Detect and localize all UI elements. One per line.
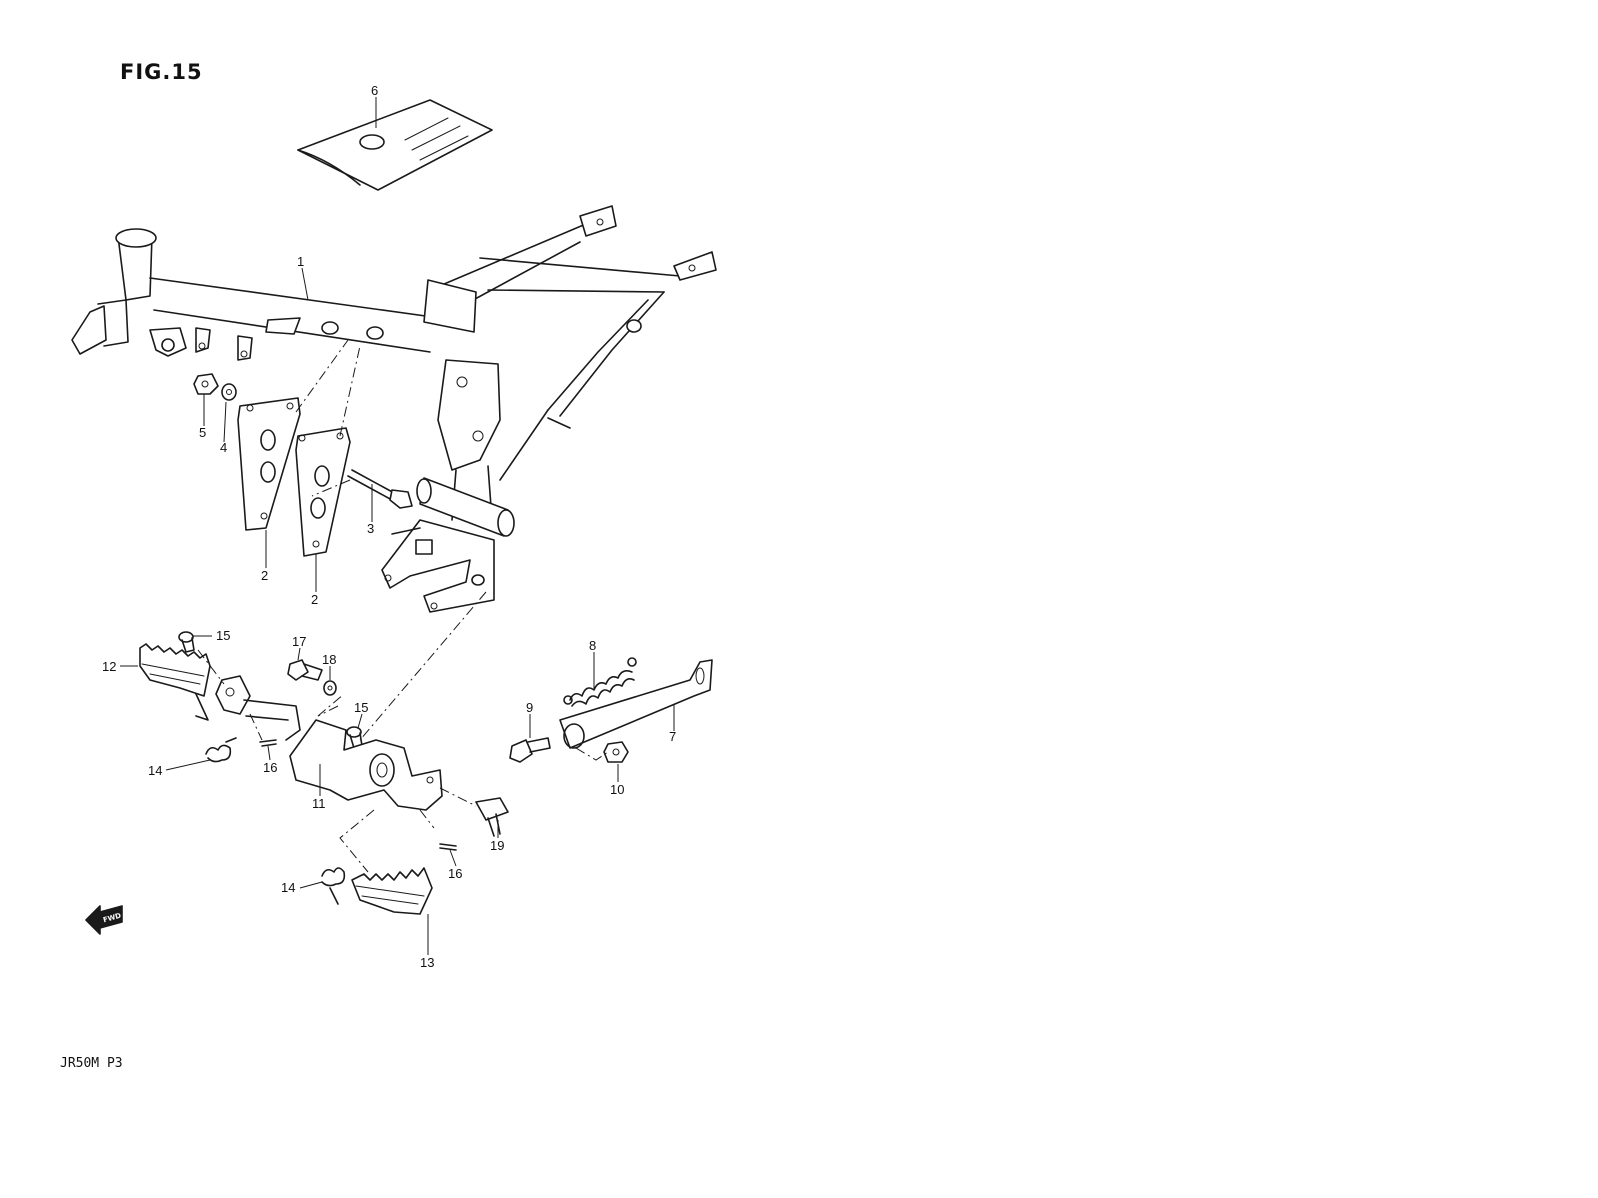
part-14-spring-a — [205, 737, 237, 763]
callout-4: 4 — [220, 440, 227, 455]
part-11-footrest-bracket — [215, 675, 443, 811]
part-1-frame — [71, 205, 717, 613]
callout-14a: 14 — [148, 763, 162, 778]
part-18-washer — [323, 680, 337, 696]
part-6-tube — [297, 99, 493, 191]
callout-12: 12 — [102, 659, 116, 674]
figure-title: FIG.15 — [120, 60, 203, 84]
assembly-lines — [197, 339, 609, 873]
part-13-footpeg-right — [351, 867, 433, 915]
part-15-pin-a — [178, 631, 195, 653]
callout-9: 9 — [526, 700, 533, 715]
part-9-bolt — [509, 737, 551, 763]
callout-6: 6 — [371, 83, 378, 98]
callout-17: 17 — [292, 634, 306, 649]
callout-3: 3 — [367, 521, 374, 536]
callout-7: 7 — [669, 729, 676, 744]
part-5-nut — [193, 373, 219, 395]
callouts: 6 1 5 4 3 2 2 15 12 17 18 15 8 9 7 14 16… — [102, 83, 676, 970]
callout-15a: 15 — [216, 628, 230, 643]
leader-lines — [120, 97, 675, 955]
part-8-spring — [563, 657, 637, 707]
part-2-plate-a — [237, 397, 301, 531]
callout-14b: 14 — [281, 880, 295, 895]
part-2-plate-b — [295, 427, 351, 557]
part-4-washer — [221, 383, 237, 401]
part-12-footpeg-left — [139, 643, 211, 721]
fwd-arrow-icon: FWD — [85, 905, 123, 935]
callout-5: 5 — [199, 425, 206, 440]
part-7-sidestand — [559, 659, 713, 749]
callout-16a: 16 — [263, 760, 277, 775]
callout-11: 11 — [312, 796, 326, 811]
part-16-cotter-pin-b — [439, 843, 457, 851]
part-19-bolt — [475, 797, 509, 837]
part-3-bolt — [347, 469, 413, 509]
part-14-spring-b — [321, 867, 346, 905]
callout-2b: 2 — [311, 592, 318, 607]
callout-15b: 15 — [354, 700, 368, 715]
callout-2a: 2 — [261, 568, 268, 583]
callout-19: 19 — [490, 838, 504, 853]
model-code: JR50M P3 — [60, 1056, 123, 1071]
callout-10: 10 — [610, 782, 624, 797]
callout-8: 8 — [589, 638, 596, 653]
callout-1: 1 — [297, 254, 304, 269]
callout-16b: 16 — [448, 866, 462, 881]
callout-18: 18 — [322, 652, 336, 667]
part-10-nut — [603, 741, 629, 763]
part-16-cotter-pin-a — [259, 739, 277, 747]
callout-13: 13 — [420, 955, 434, 970]
part-17-bolt — [287, 659, 323, 681]
